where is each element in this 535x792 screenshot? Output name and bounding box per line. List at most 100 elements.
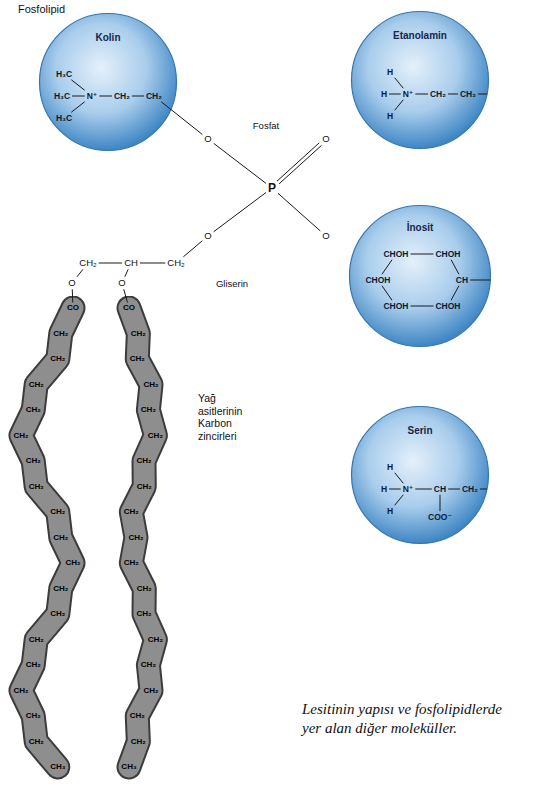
chemical-bond [470, 280, 490, 281]
chemical-bond [395, 78, 404, 89]
part-name: Fosfat [253, 121, 279, 131]
formula-group: CH [434, 485, 446, 494]
molecule-disc [352, 12, 489, 149]
chemical-bond [382, 260, 392, 275]
chemical-bond [395, 473, 404, 484]
chain-group: CH₂ [13, 432, 28, 440]
chain-group: CH₂ [50, 508, 65, 516]
chain-group: CH₂ [29, 738, 44, 746]
chain-group: CO [67, 304, 79, 312]
atom-symbol: O [204, 231, 211, 241]
molecule-disc [350, 206, 491, 347]
chemical-bond [389, 489, 401, 490]
formula-group: CHOH [435, 302, 460, 311]
formula-group: CHOH [383, 302, 408, 311]
chain-group: CH₂ [53, 534, 68, 542]
atom-symbol: O [322, 134, 329, 144]
chain-band-stroke [129, 308, 155, 767]
formula-group: CHOH [435, 250, 460, 259]
chemical-bond [71, 102, 84, 113]
chain-group: CH₂ [148, 432, 163, 440]
chain-group: CH₂ [124, 508, 139, 516]
chain-group: CH₂ [131, 330, 146, 338]
part-name: Gliserin [216, 279, 248, 289]
chain-group: CH₂ [29, 483, 44, 491]
molecule-name: Serin [407, 426, 432, 436]
chain-group: CH₂ [141, 661, 156, 669]
formula-group: CH₂ [146, 92, 162, 101]
molecule-name: İnosit [407, 223, 434, 233]
chemical-bond [382, 286, 392, 301]
chemical-bond [124, 289, 128, 302]
chain-group: CH₂ [137, 585, 152, 593]
formula-group: H [387, 507, 393, 516]
chemical-bond [132, 96, 144, 97]
chain-group: CH₂ [26, 457, 41, 465]
chain-group: CH₂ [128, 534, 143, 542]
chain-group: CH₃ [121, 763, 136, 771]
molecule-name: Etanolamin [393, 31, 447, 41]
formula-group: CHOH [365, 276, 390, 285]
chain-group: CH₂ [53, 330, 68, 338]
fatty-acid-chain: CO CH₂ CH₂ CH₂ CH₂ CH₂ CH₂ CH₂ CH₂ CH₂ CH₂ CH₂ CH₂ CH… [0, 296, 200, 786]
chain-band-stroke [21, 308, 73, 767]
chemical-bond [161, 102, 202, 135]
chain-group: CH₂ [148, 636, 163, 644]
chain-group: CH₂ [141, 406, 156, 414]
formula-group: CH [456, 276, 468, 285]
chemical-bond [277, 143, 319, 181]
chain-group: CH₂ [65, 559, 80, 567]
chain-group: CH₂ [130, 712, 145, 720]
chemical-bond [480, 489, 487, 490]
diagram-title: Fosfolipid [18, 3, 65, 15]
chain-group: CH₂ [143, 381, 158, 389]
formula-group: H [381, 90, 387, 99]
chain-group: CH₂ [137, 483, 152, 491]
chemical-bond [448, 94, 458, 95]
chemical-bond [140, 263, 165, 264]
formula-group: H [381, 485, 387, 494]
figure-caption: Lesitinin yapısı ve fosfolipidlerde yer … [302, 700, 517, 738]
formula-group: CH₂ [462, 485, 478, 494]
molecule-disc [352, 407, 489, 544]
chemical-bond [395, 100, 404, 111]
chain-band-stroke [129, 308, 155, 767]
chemical-bond [451, 260, 459, 275]
chain-group: CH₂ [50, 355, 65, 363]
chain-group: CH₂ [136, 457, 151, 465]
part-name: Yağ asitlerinin Karbon zincirleri [198, 392, 262, 442]
formula-group: H₃C [56, 114, 72, 123]
chemical-bond [214, 143, 266, 183]
chain-group: CH₂ [26, 661, 41, 669]
chain-group: CO [123, 304, 135, 312]
atom-symbol: O [68, 278, 75, 288]
chain-group: CH₂ [124, 559, 139, 567]
formula-group: N⁺ [403, 90, 414, 99]
atom-symbol: CH₂ [167, 258, 184, 268]
chain-group: CH₃ [50, 763, 65, 771]
chemical-bond [478, 94, 487, 95]
chain-group: CH₂ [143, 687, 158, 695]
atom-symbol: O [204, 134, 211, 144]
chemical-bond [411, 254, 434, 255]
atom-symbol: CH [124, 258, 138, 268]
chemical-bond [389, 94, 401, 95]
molecule-name: Kolin [96, 33, 121, 43]
chemical-bond [71, 80, 84, 91]
formula-group: H₃C [56, 70, 72, 79]
chain-group: CH₂ [26, 406, 41, 414]
molecule-circle: İnositCHOHCHOHCHOHCHCHOHCHOH [348, 204, 492, 348]
chain-group: CH₂ [29, 636, 44, 644]
chemical-bond [440, 495, 441, 512]
chain-group: CH₂ [130, 355, 145, 363]
chemical-bond [183, 241, 202, 257]
atom-symbol: P [268, 182, 276, 194]
chemical-bond [99, 96, 112, 97]
formula-group: H₃C [54, 92, 70, 101]
molecule-disc [40, 14, 177, 151]
chemical-bond [72, 289, 74, 302]
formula-group: N⁺ [403, 485, 414, 494]
atom-symbol: O [118, 278, 125, 288]
